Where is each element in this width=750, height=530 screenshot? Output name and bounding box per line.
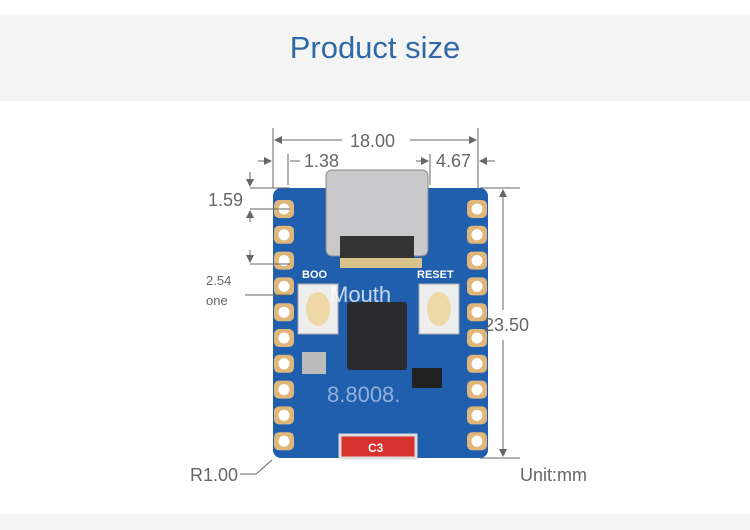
pad-hole xyxy=(471,203,483,215)
pad-hole xyxy=(471,229,483,241)
footer-band xyxy=(0,514,750,530)
pad-hole xyxy=(278,384,290,396)
pad-hole xyxy=(471,306,483,318)
boot-label: BOO xyxy=(302,269,328,281)
pad-hole xyxy=(278,255,290,267)
pad-hole xyxy=(471,409,483,421)
unit-label: Unit:mm xyxy=(520,465,587,485)
castellated-pads xyxy=(274,200,487,451)
crystal xyxy=(302,352,326,374)
ceramic-antenna xyxy=(338,433,418,460)
esp32-chip xyxy=(347,302,407,370)
pad-hole xyxy=(471,280,483,292)
height-dimension: 23.50 xyxy=(484,315,529,335)
right-offset-dimension: 4.67 xyxy=(436,151,471,171)
pad-hole xyxy=(471,255,483,267)
top-pad-dimension: 1.59 xyxy=(208,190,243,210)
left-offset-dimension: 1.38 xyxy=(304,151,339,171)
usb-pins xyxy=(340,258,422,268)
pad-hole xyxy=(278,332,290,344)
reset-label: RESET xyxy=(417,269,454,281)
antenna-label: C3 xyxy=(368,441,384,455)
pad-hole xyxy=(278,280,290,292)
pad-hole xyxy=(278,229,290,241)
pad-hole xyxy=(471,332,483,344)
watermark-bottom: 8.8008. xyxy=(327,382,400,407)
pitch-unit: one xyxy=(206,293,228,308)
pad-hole xyxy=(471,358,483,370)
regulator xyxy=(412,368,442,388)
pad-hole xyxy=(278,358,290,370)
watermark-top: Mouth xyxy=(330,282,391,307)
pitch-dimension: 2.54 xyxy=(206,273,231,288)
width-dimension: 18.00 xyxy=(350,131,395,151)
pad-hole xyxy=(278,409,290,421)
pad-hole xyxy=(471,384,483,396)
pad-hole xyxy=(278,435,290,447)
pad-hole xyxy=(278,306,290,318)
corner-radius-dimension: R1.00 xyxy=(190,465,238,485)
header-band xyxy=(0,15,750,101)
page-title: Product size xyxy=(289,30,461,65)
pad-hole xyxy=(471,435,483,447)
